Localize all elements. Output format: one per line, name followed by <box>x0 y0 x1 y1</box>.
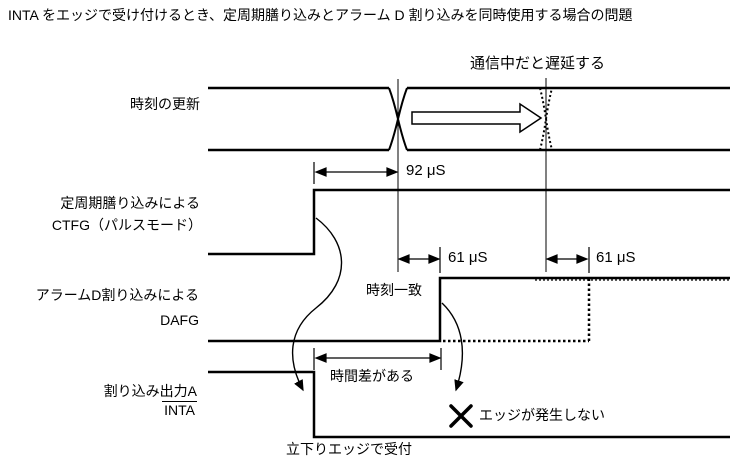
annotation-no-edge: エッジが発生しない <box>479 407 605 423</box>
cause-arrow-ctfg-to-inta <box>291 217 343 392</box>
dimension-61us-first-arrow <box>397 247 441 273</box>
dimension-61us-second-label: 61 μS <box>596 249 636 266</box>
label-inta-line2-row: INTA <box>0 401 197 420</box>
label-dafg-line1: アラームD割り込みによる <box>35 287 199 303</box>
annotation-time-match: 時刻一致 <box>366 282 422 298</box>
dimension-time-gap-arrow <box>313 348 442 370</box>
delay-arrow-icon <box>411 102 543 134</box>
guide-lines <box>397 78 547 272</box>
label-clock-update: 時刻の更新 <box>130 96 200 112</box>
clock-update-bus <box>208 86 730 152</box>
label-inta-line1: 割り込み出力A <box>103 383 197 399</box>
inta-waveform <box>208 370 730 439</box>
annotation-time-gap: 時間差がある <box>330 368 414 384</box>
dimension-61us-first-label: 61 μS <box>448 249 488 266</box>
label-ctfg-line2: CTFG（パルスモード） <box>51 217 202 233</box>
annotation-accept-falling-edge: 立下りエッジで受付 <box>286 441 412 457</box>
dafg-waveform <box>208 276 730 343</box>
label-ctfg-line1: 定周期膳り込みによる <box>60 195 200 211</box>
label-dafg-line2: DAFG <box>160 312 199 328</box>
annotation-comm-delay: 通信中だと遅延する <box>470 55 606 72</box>
dimension-92us-label: 92 μS <box>406 162 446 179</box>
no-edge-cross-icon <box>449 404 473 428</box>
page-title: INTA をエッジで受け付けるとき、定周期膳り込みとアラーム D 割り込みを同時… <box>8 7 633 23</box>
label-inta-line2: INTA <box>164 402 195 418</box>
cause-arrow-dafg-to-cross <box>441 302 464 392</box>
inta-overline: INTA <box>162 401 197 420</box>
dimension-92us-arrow <box>313 162 399 184</box>
dimension-61us-second-arrow <box>545 247 590 273</box>
dafg-delayed-dotted-waveform <box>443 279 729 343</box>
ctfg-waveform <box>208 188 730 256</box>
